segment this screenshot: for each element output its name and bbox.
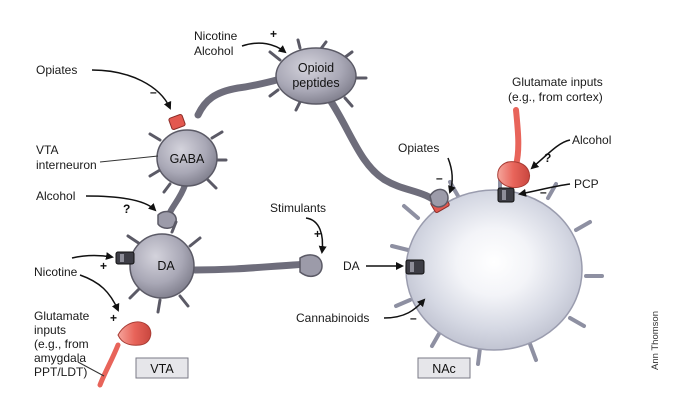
credit-text: Ann Thomson [650,311,661,370]
arrow-nicotine-glutamate [79,274,120,312]
label-nicotine-top: Nicotine [194,29,238,43]
opioid-label-1: Opioid [298,61,334,75]
sign-minus-cannabinoids: – [410,311,417,325]
label-alcohol-right: Alcohol [572,133,611,147]
label-glutamate-right-1: Glutamate inputs [512,75,603,89]
arrow-alcohol-gaba [85,195,157,212]
arrow-alcohol-glutamate [530,139,571,170]
gaba-opioid-axon [194,74,289,119]
da-axon [191,260,314,274]
sign-plus-stimulants: + [314,227,321,241]
label-glutamate-left-5: PPT/LDT) [34,365,87,379]
da-neuron: DA [115,220,202,314]
label-glutamate-left-1: Glutamate [34,309,90,323]
da-label: DA [157,259,175,273]
label-glutamate-left-2: inputs [34,323,66,337]
vta-interneuron-pointer [99,155,159,163]
da-terminal [299,254,323,277]
gaba-neuron: GABA [148,114,228,194]
glutamate-axon-right [513,107,522,168]
label-glutamate-left-4: amygdala [34,351,86,365]
sign-minus-pcp: – [540,185,547,199]
vta-box-label: VTA [150,362,174,376]
nac-neuron [390,170,604,366]
question-alcohol-nac: ? [544,151,551,165]
vta-box: VTA [135,357,189,379]
opioid-label-2: peptides [292,76,339,90]
arrow-cannabinoids [383,298,426,319]
nac-box-label: NAc [432,362,456,376]
opioid-terminal [429,188,449,208]
opioid-neuron: Opioid peptides [268,38,368,112]
arrow-nicotine-opioid [241,42,287,54]
nac-box: NAc [417,357,471,379]
label-glutamate-right-2: (e.g., from cortex) [508,90,603,104]
arrow-nicotine-da [71,252,114,260]
sign-plus-nicotine-glu: + [110,311,117,325]
arrow-stimulants [305,217,327,254]
sign-plus-opioid: + [270,27,277,41]
label-alcohol-top: Alcohol [194,44,233,58]
label-stimulants: Stimulants [270,201,326,215]
sign-minus-opiates-nac: – [436,171,443,185]
glutamate-axon-left [97,342,121,388]
label-opiates-right: Opiates [398,141,439,155]
glutamate-left-pointer [77,361,105,377]
opioid-nac-axon [326,96,444,209]
label-pcp: PCP [574,177,599,191]
label-nicotine-left: Nicotine [34,265,78,279]
label-glutamate-left-3: (e.g., from [34,337,89,351]
label-vta-interneuron-1: VTA [36,143,58,157]
sign-plus-nicotine-da: + [100,259,107,273]
arrow-opiates-nac [447,157,456,194]
gaba-label: GABA [170,152,205,166]
arrow-opiates-gaba [91,69,172,110]
label-alcohol-left: Alcohol [36,189,75,203]
glutamate-terminal-right [497,161,530,188]
sign-minus-gaba: – [150,85,157,99]
label-da-release: DA [343,259,360,273]
label-cannabinoids: Cannabinoids [296,311,369,325]
label-opiates-left: Opiates [36,63,77,77]
glutamate-terminal-left [117,321,152,346]
question-alcohol-gaba: ? [123,202,130,216]
arrow-pcp [518,183,571,197]
label-vta-interneuron-2: interneuron [36,158,97,172]
